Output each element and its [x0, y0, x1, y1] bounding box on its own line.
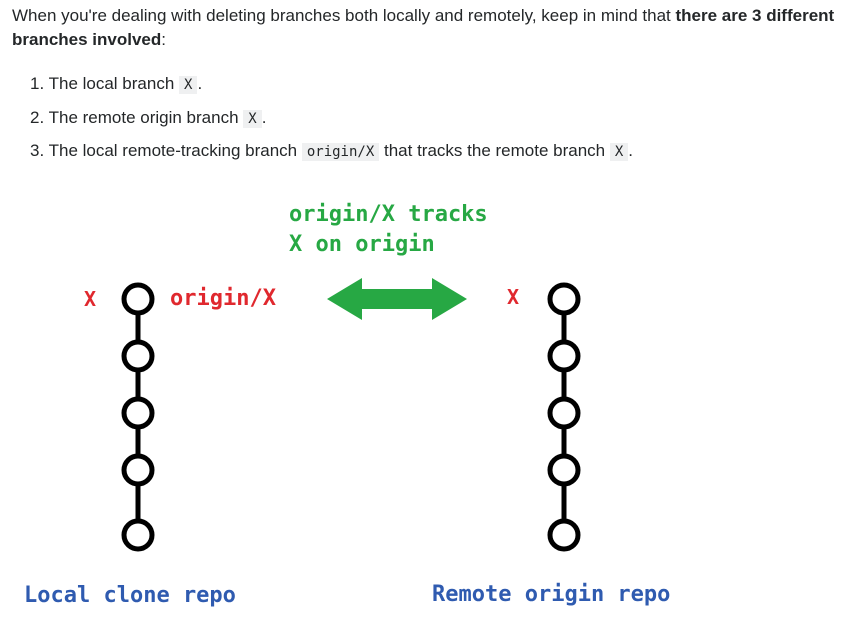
list-item-text: The remote origin branch: [48, 107, 244, 127]
list-item-number: 2.: [30, 107, 45, 127]
list-item-text: The local remote-tracking branch: [48, 141, 302, 160]
inline-code: origin/X: [301, 143, 380, 161]
tracking-caption-line-1: origin/X tracks: [289, 202, 488, 227]
intro-bold-text: there are 3 different branches involved: [12, 6, 835, 49]
list-item-text: .: [261, 107, 267, 127]
list-item-text: .: [197, 74, 203, 93]
remote-branch-label: X: [507, 285, 519, 309]
local-repo-label: Local clone repo: [24, 583, 236, 608]
commit-node: [121, 282, 155, 316]
commit-node: [121, 518, 155, 552]
list-item: 2. The remote origin branch X.: [30, 106, 633, 140]
intro-paragraph: When you're dealing with deleting branch…: [12, 4, 848, 52]
commit-node: [121, 453, 155, 487]
list-item-number: 3.: [30, 141, 45, 160]
list-item: 3. The local remote-tracking branch orig…: [30, 139, 633, 173]
remote-repo-label: Remote origin repo: [432, 582, 670, 607]
tracking-double-arrow: [327, 278, 467, 320]
inline-code: X: [243, 109, 262, 128]
local-tracking-branch-label: origin/X: [170, 286, 276, 311]
inline-code: X: [609, 143, 629, 161]
list-item-text: that tracks the remote branch: [379, 141, 610, 160]
list-item: 1. The local branch X.: [30, 72, 633, 106]
list-item-text: The local branch: [48, 74, 180, 93]
local-branch-label: X: [84, 287, 96, 311]
commit-node: [547, 282, 581, 316]
list-item-number: 1.: [30, 74, 45, 93]
list-item-text: .: [628, 141, 634, 160]
commit-node: [547, 396, 581, 430]
local-commit-chain: [121, 282, 155, 552]
remote-commit-chain: [547, 282, 581, 552]
intro-colon: :: [161, 30, 167, 49]
branches-list: 1. The local branch X. 2. The remote ori…: [30, 72, 633, 173]
commit-node: [121, 339, 155, 373]
commit-node: [547, 453, 581, 487]
commit-node: [547, 518, 581, 552]
commit-node: [121, 396, 155, 430]
commit-node: [547, 339, 581, 373]
intro-text: When you're dealing with deleting branch…: [12, 6, 676, 25]
inline-code: X: [179, 76, 198, 94]
tracking-caption-line-2: X on origin: [289, 232, 435, 257]
